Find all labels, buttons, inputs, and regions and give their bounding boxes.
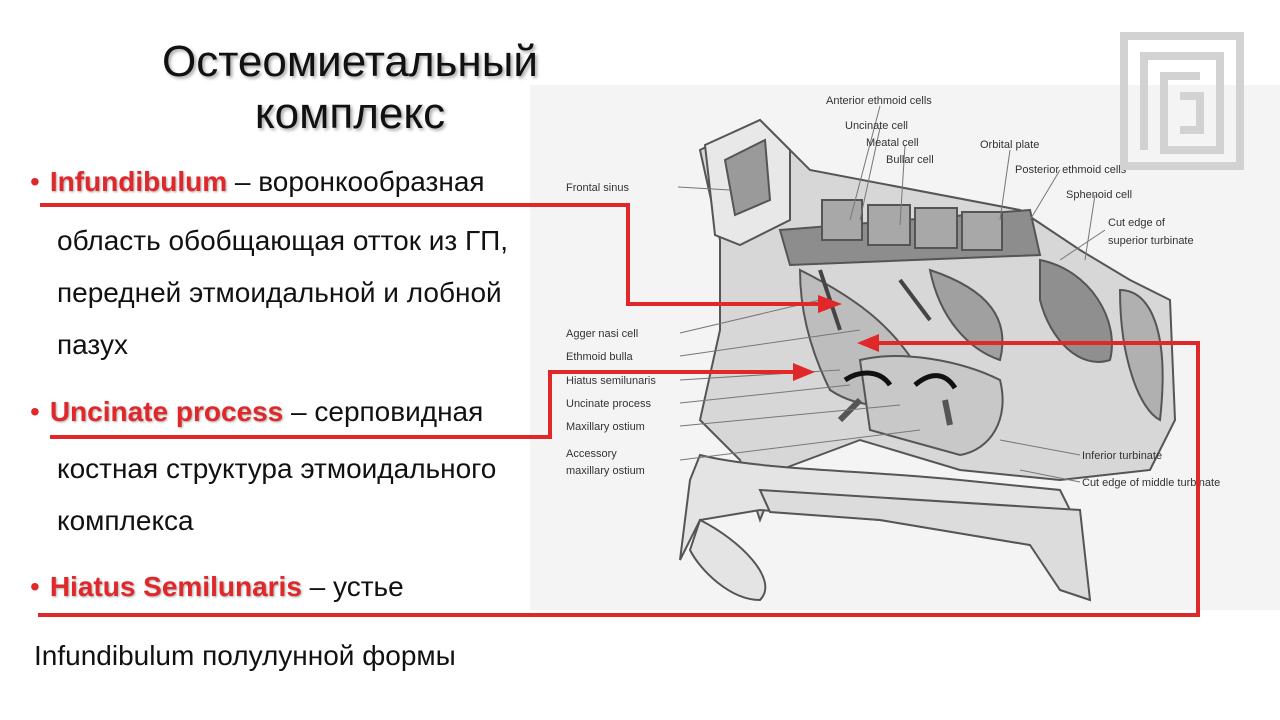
label-anterior-ethmoid-cells: Anterior ethmoid cells [826, 95, 932, 107]
bullet-dot: • [30, 396, 40, 427]
label-agger-nasi-cell: Agger nasi cell [566, 328, 638, 340]
label-posterior-ethmoid-cells: Posterior ethmoid cells [1015, 164, 1127, 176]
arrow-hiatus [38, 341, 1200, 617]
bullet-term: Uncinate process [49, 396, 284, 427]
bullet-term: Hiatus Semilunaris [49, 571, 302, 602]
label-accessory-1: Accessory [566, 448, 617, 460]
arrow-infundibulum [40, 203, 820, 306]
bullet-text: – воронкообразная [227, 166, 485, 197]
bullet-dot: • [30, 166, 40, 197]
bullet-term: Infundibulum [49, 166, 228, 197]
bullet-infundibulum: • Infundibulum – воронкообразная [30, 166, 485, 198]
bullet-text: – серповидная [283, 396, 484, 427]
bullet-uncinate-process: • Uncinate process – серповидная [30, 396, 483, 428]
red-pointer-arrows [38, 203, 1200, 617]
label-accessory-2: maxillary ostium [566, 465, 645, 477]
footer-text: Infundibulum полулунной формы [34, 640, 456, 671]
label-cut-edge-superior-2: superior turbinate [1108, 235, 1194, 247]
label-cut-edge-middle: Cut edge of middle turbinate [1082, 477, 1220, 489]
arrow-uncinate [50, 370, 795, 439]
diagram-labels: Anterior ethmoid cells Uncinate cell Mea… [566, 95, 1220, 489]
bullet-hiatus-semilunaris: • Hiatus Semilunaris – устье [30, 571, 404, 603]
label-frontal-sinus: Frontal sinus [566, 182, 629, 194]
leader-lines [677, 105, 1106, 483]
label-inferior-turbinate: Inferior turbinate [1082, 450, 1162, 462]
anatomy-drawing [679, 118, 1177, 602]
bullet-continuation: область обобщающая отток из ГП, [57, 225, 509, 256]
label-maxillary-ostium: Maxillary ostium [566, 421, 645, 433]
label-cut-edge-superior-1: Cut edge of [1108, 217, 1166, 229]
label-meatal-cell: Meatal cell [866, 137, 919, 149]
slide-title: Остеомиетальный комплекс [105, 36, 595, 140]
maze-logo-icon [1120, 32, 1244, 170]
bullet-text: – устье [301, 571, 404, 602]
label-sphenoid-cell: Sphenoid cell [1066, 189, 1132, 201]
title-line-2: комплекс [254, 89, 446, 138]
label-bullar-cell: Bullar cell [886, 154, 934, 166]
bullet-dot: • [30, 571, 40, 602]
bullet-continuation: комплекса [57, 505, 194, 536]
label-hiatus-semilunaris: Hiatus semilunaris [566, 375, 656, 387]
label-uncinate-cell: Uncinate cell [845, 120, 908, 132]
label-orbital-plate: Orbital plate [980, 139, 1039, 151]
bullet-continuation: передней этмоидальной и лобной [57, 277, 502, 308]
label-ethmoid-bulla: Ethmoid bulla [566, 351, 634, 363]
bullet-continuation: костная структура этмоидального [57, 453, 497, 484]
bullet-continuation: пазух [57, 329, 128, 360]
label-uncinate-process: Uncinate process [566, 398, 651, 410]
title-line-1: Остеомиетальный [162, 37, 538, 86]
